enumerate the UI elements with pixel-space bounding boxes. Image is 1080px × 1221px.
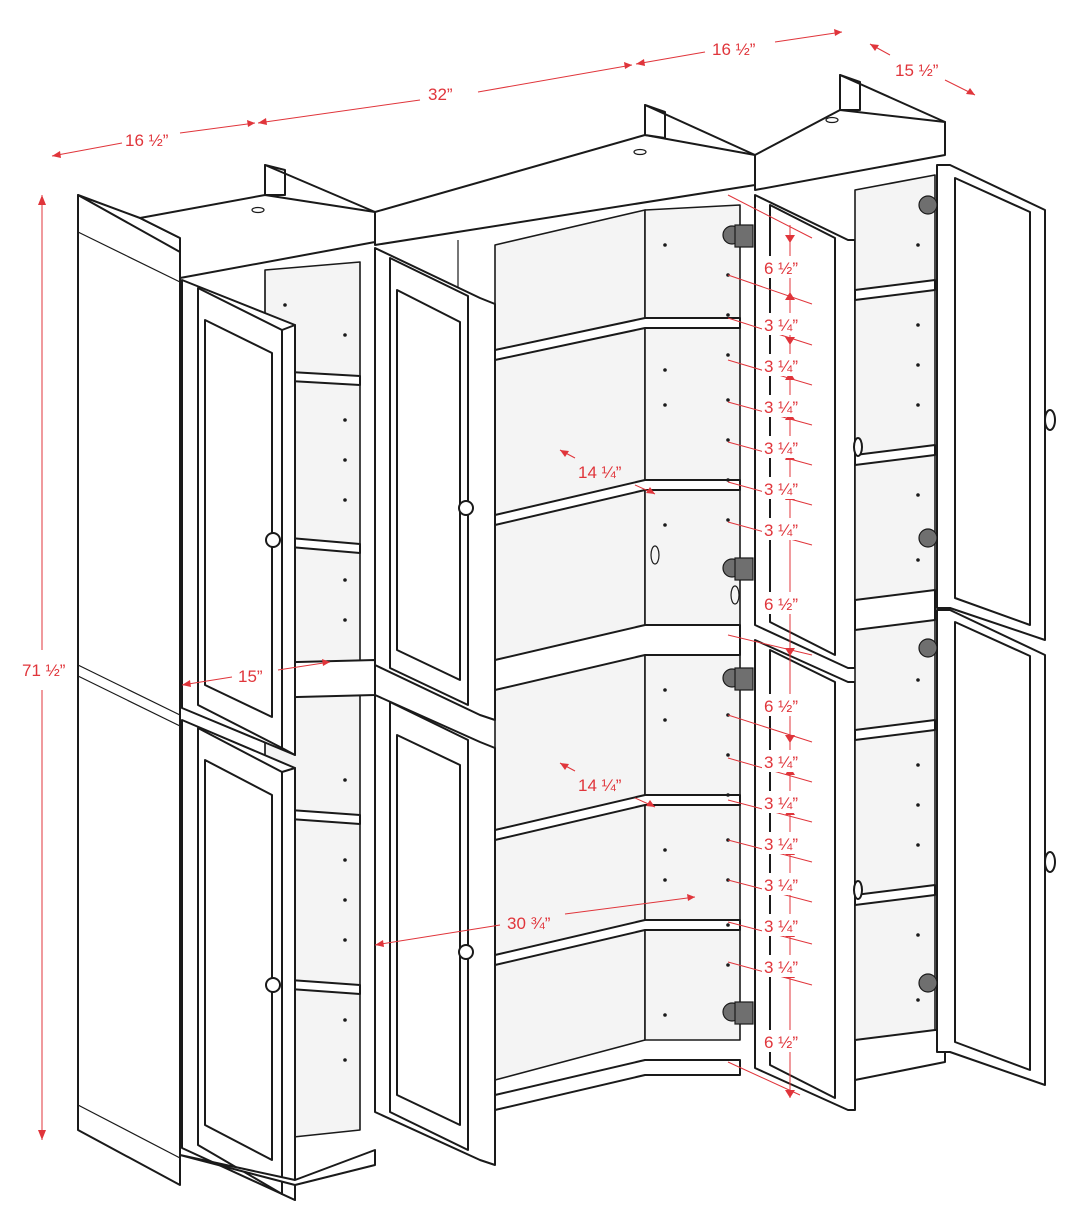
dim-upper-spacing: 3 ¼” (764, 357, 798, 376)
center-pin-holes (663, 233, 730, 1017)
dim-upper-spacing: 3 ¼” (764, 398, 798, 417)
hinge-icon (918, 973, 938, 993)
dim-upper-shelf-depth: 14 ¼” (578, 463, 622, 482)
dim-lower-spacing: 3 ¼” (764, 958, 798, 977)
right-upper-door (853, 164, 1056, 641)
right-cabinet (754, 74, 1056, 1086)
dim-depth: 15 ½” (895, 61, 939, 80)
dim-lower-spacing: 3 ¼” (764, 753, 798, 772)
dim-center-interior-width: 30 ¾” (507, 914, 551, 933)
knob-icon (265, 977, 281, 993)
left-lower-door (181, 719, 296, 1201)
hinge-icon (918, 528, 938, 548)
dim-lower-shelf-depth: 14 ¼” (578, 776, 622, 795)
left-upper-door (181, 279, 296, 756)
dim-lower-spacing: 3 ¼” (764, 876, 798, 895)
dim-lower-spacing: 3 ¼” (764, 835, 798, 854)
dim-upper-spacing: 3 ¼” (764, 316, 798, 335)
dim-upper-spacing: 3 ¼” (764, 480, 798, 499)
dim-upper-spacing: 6 ½” (764, 259, 798, 278)
left-cabinet (77, 164, 376, 1201)
dim-left-width: 16 ½” (125, 131, 169, 150)
dim-lower-spacing: 6 ½” (764, 1033, 798, 1052)
dim-lower-spacing: 3 ¼” (764, 917, 798, 936)
dimension-labels: 16 ½” 32” 16 ½” 15 ½” 71 ½” 15” 30 ¾” 14… (22, 40, 939, 1052)
dim-lower-spacing: 3 ¼” (764, 794, 798, 813)
knob-icon (458, 500, 474, 516)
dim-right-width: 16 ½” (712, 40, 756, 59)
dim-upper-spacing: 3 ¼” (764, 521, 798, 540)
hinge-icon (918, 638, 938, 658)
center-left-upper-door (374, 247, 496, 721)
hinge-icon (918, 195, 938, 215)
dim-lower-spacing: 6 ½” (764, 697, 798, 716)
right-pin-holes (916, 243, 920, 1002)
knob-icon (265, 532, 281, 548)
knob-icon (458, 944, 474, 960)
right-lower-door (853, 609, 1056, 1086)
center-left-lower-door (374, 694, 496, 1166)
knob-icon (1044, 409, 1056, 431)
upper-spacing-labels: 6 ½” 3 ¼” 3 ¼” 3 ¼” 3 ¼” 3 ¼” 3 ¼” 6 ½” (762, 256, 804, 614)
left-pin-holes (283, 303, 347, 1062)
dim-upper-spacing: 6 ½” (764, 595, 798, 614)
dim-center-width: 32” (428, 85, 453, 104)
dim-upper-spacing: 3 ¼” (764, 439, 798, 458)
lower-spacing-labels: 6 ½” 3 ¼” 3 ¼” 3 ¼” 3 ¼” 3 ¼” 3 ¼” 6 ½” (762, 694, 804, 1052)
knob-icon (1044, 851, 1056, 873)
dim-total-height: 71 ½” (22, 661, 66, 680)
dim-side-interior-depth: 15” (238, 667, 263, 686)
